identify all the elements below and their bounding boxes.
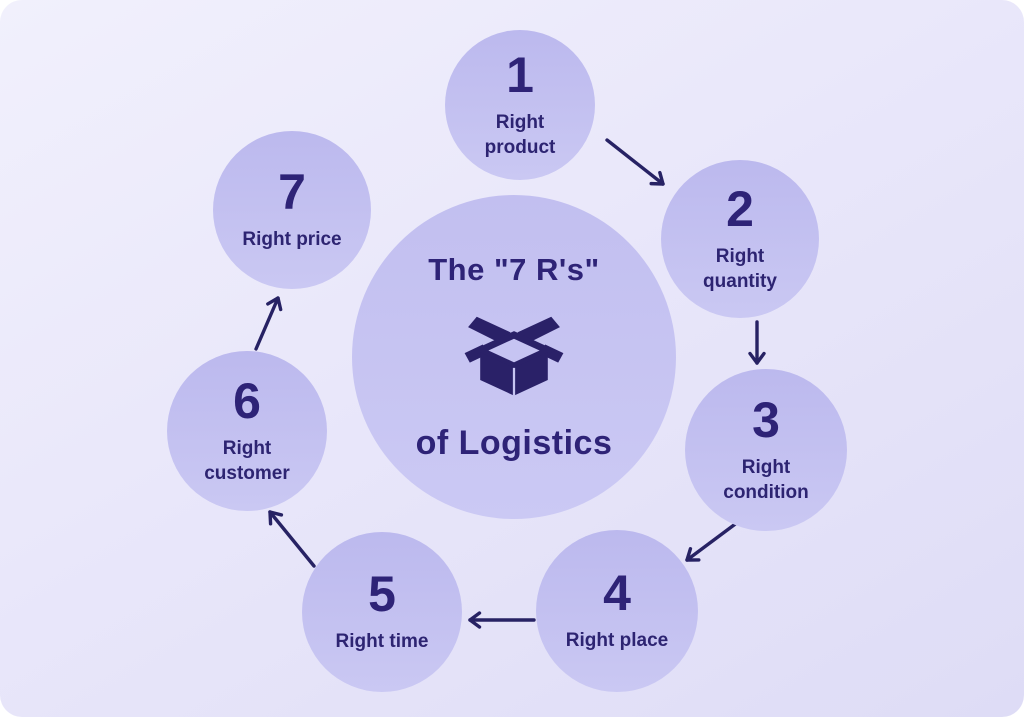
node-right-condition: 3 Right condition [685,369,847,531]
center-title: The "7 R's" [428,251,600,287]
node-number: 5 [368,566,396,623]
node-label: Right product [484,111,556,158]
arrow-5-6 [268,510,316,568]
node-label: Right condition [723,456,809,503]
node-label: Right time [335,631,429,653]
node-label: Right customer [204,437,290,484]
node-label: Right place [565,630,669,652]
node-right-product: 1 Right product [445,30,595,180]
node-label: Right quantity [703,245,777,292]
arrow-6-7 [254,296,283,351]
node-number: 4 [603,565,631,622]
node-right-place: 4 Right place [536,530,698,692]
node-label: Right price [242,229,342,251]
node-number: 7 [278,164,306,221]
arrow-3-4 [685,520,740,562]
node-right-time: 5 Right time [302,532,462,692]
node-number: 3 [752,391,780,448]
node-right-quantity: 2 Right quantity [661,160,819,318]
node-number: 2 [726,180,754,237]
center-subtitle: of Logistics [415,423,613,462]
arrow-1-2 [605,138,665,186]
node-number: 1 [506,46,534,103]
node-number: 6 [233,372,261,429]
node-right-customer: 6 Right customer [167,351,327,511]
node-right-price: 7 Right price [213,131,371,289]
open-box-icon [464,316,564,396]
center-circle: The "7 R's" of Logistics [352,195,676,519]
